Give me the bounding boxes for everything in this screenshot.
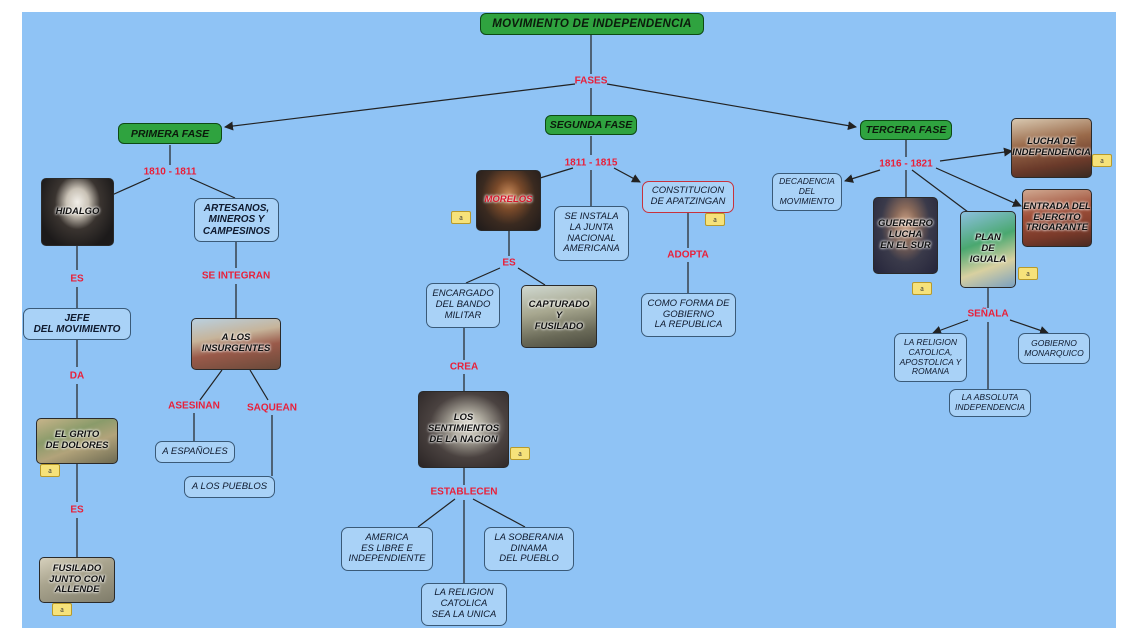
pueblos-node[interactable]: A LOS PUEBLOS (184, 476, 275, 498)
lucha-label: LUCHA DE INDEPENDENCIA (1012, 136, 1091, 158)
label-senala: SEÑALA (967, 308, 1009, 320)
plan-iguala-image[interactable]: PLAN DE IGUALA (960, 211, 1016, 288)
jefe-node[interactable]: JEFE DEL MOVIMIENTO (23, 308, 131, 340)
label-da: DA (69, 370, 85, 382)
phase-segunda[interactable]: SEGUNDA FASE (545, 115, 637, 135)
soberania-node[interactable]: LA SOBERANIA DINAMA DEL PUEBLO (484, 527, 574, 571)
label-segunda-dates: 1811 - 1815 (564, 157, 618, 169)
gobierno-monarquico-node[interactable]: GOBIERNO MONARQUICO (1018, 333, 1090, 364)
grito-label: EL GRITO DE DOLORES (45, 429, 109, 451)
morelos-label: MORELOS (484, 194, 533, 206)
decadencia-node[interactable]: DECADENCIA DEL MOVIMIENTO (772, 173, 842, 211)
espanoles-node[interactable]: A ESPAÑOLES (155, 441, 235, 463)
note-icon[interactable]: a (510, 447, 530, 460)
hidalgo-portrait[interactable]: HIDALGO (41, 178, 114, 246)
fusilado-allende-label: FUSILADO JUNTO CON ALLENDE (49, 562, 105, 596)
guerrero-portrait[interactable]: GUERRERO LUCHA EN EL SUR (873, 197, 938, 274)
lucha-image[interactable]: LUCHA DE INDEPENDENCIA (1011, 118, 1092, 178)
label-es-hidalgo: ES (70, 273, 84, 285)
encargado-node[interactable]: ENCARGADO DEL BANDO MILITAR (426, 283, 500, 328)
phase-tercera[interactable]: TERCERA FASE (860, 120, 952, 140)
phase-primera[interactable]: PRIMERA FASE (118, 123, 222, 144)
capturado-image[interactable]: CAPTURADO Y FUSILADO (521, 285, 597, 348)
note-icon[interactable]: a (40, 464, 60, 477)
label-fases: FASES (574, 75, 608, 87)
entrada-label: ENTRADA DEL EJERCITO TRIGARANTE (1023, 200, 1091, 234)
label-tercera-dates: 1816 - 1821 (879, 158, 933, 170)
label-asesinan: ASESINAN (168, 400, 220, 412)
artesanos-node[interactable]: ARTESANOS, MINEROS Y CAMPESINOS (194, 198, 279, 242)
label-saquean: SAQUEAN (246, 402, 298, 414)
label-primera-dates: 1810 - 1811 (143, 166, 197, 178)
religion-unica-node[interactable]: LA RELIGION CATOLICA SEA LA UNICA (421, 583, 507, 626)
capturado-label: CAPTURADO Y FUSILADO (528, 299, 590, 332)
plan-iguala-label: PLAN DE IGUALA (969, 232, 1007, 265)
forma-gobierno-node[interactable]: COMO FORMA DE GOBIERNO LA REPUBLICA (641, 293, 736, 337)
label-es-grito: ES (70, 504, 84, 516)
note-icon[interactable]: a (451, 211, 471, 224)
sentimientos-image[interactable]: LOS SENTIMIENTOS DE LA NACION (418, 391, 509, 468)
america-node[interactable]: AMERICA ES LIBRE E INDEPENDIENTE (341, 527, 433, 571)
label-se-integran: SE INTEGRAN (201, 270, 271, 282)
note-icon[interactable]: a (1092, 154, 1112, 167)
junta-node[interactable]: SE INSTALA LA JUNTA NACIONAL AMERICANA (554, 206, 629, 261)
sentimientos-label: LOS SENTIMIENTOS DE LA NACION (427, 412, 500, 445)
label-crea: CREA (449, 361, 479, 373)
entrada-image[interactable]: ENTRADA DEL EJERCITO TRIGARANTE (1022, 189, 1092, 247)
insurgentes-image[interactable]: A LOS INSURGENTES (191, 318, 281, 370)
fusilado-allende-image[interactable]: FUSILADO JUNTO CON ALLENDE (39, 557, 115, 603)
absoluta-node[interactable]: LA ABSOLUTA INDEPENDENCIA (949, 389, 1031, 417)
guerrero-label: GUERRERO LUCHA EN EL SUR (878, 218, 933, 251)
religion-catolica-node[interactable]: LA RELIGION CATOLICA, APOSTOLICA Y ROMAN… (894, 333, 967, 382)
hidalgo-label: HIDALGO (55, 205, 100, 217)
note-icon[interactable]: a (1018, 267, 1038, 280)
label-establecen: ESTABLECEN (430, 486, 498, 498)
main-title[interactable]: MOVIMIENTO DE INDEPENDENCIA (480, 13, 704, 35)
label-es-morelos: ES (502, 257, 516, 269)
note-icon[interactable]: a (52, 603, 72, 616)
note-icon[interactable]: a (912, 282, 932, 295)
morelos-portrait[interactable]: MORELOS (476, 170, 541, 231)
insurgentes-label: A LOS INSURGENTES (201, 332, 271, 354)
grito-image[interactable]: EL GRITO DE DOLORES (36, 418, 118, 464)
constitucion-node[interactable]: CONSTITUCION DE APATZINGAN (642, 181, 734, 213)
note-icon[interactable]: a (705, 213, 725, 226)
label-adopta: ADOPTA (667, 249, 709, 261)
